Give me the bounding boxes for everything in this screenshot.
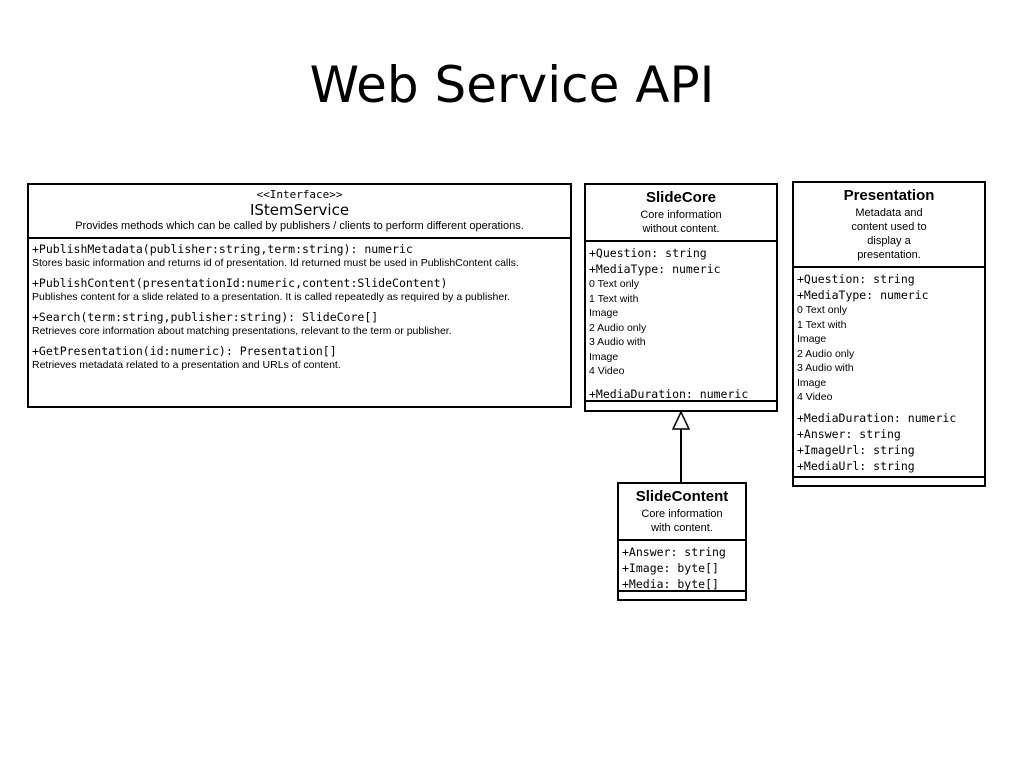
media-type-value: 0 Text only (589, 278, 640, 290)
media-type-value: 3 Audio with (589, 336, 646, 348)
attribute: +ImageUrl: string (797, 442, 915, 457)
presentation-class: Presentation Metadata and content used t… (792, 181, 986, 487)
slide-content-header: SlideContent Core information with conte… (619, 484, 745, 541)
attribute: +Answer: string (797, 426, 901, 441)
class-name: SlideCore (645, 189, 717, 206)
slide-content-attributes: +Answer: string +Image: byte[] +Media: b… (619, 541, 745, 596)
attribute: +MediaDuration: numeric (797, 410, 957, 425)
class-description-line: Core information (641, 508, 723, 520)
attribute: +Image: byte[] (622, 561, 719, 575)
operation-signature: +PublishContent(presentationId:numeric,c… (32, 276, 448, 290)
attribute: +MediaUrl: string (797, 458, 915, 473)
attribute: +Question: string (589, 246, 707, 260)
media-type-value: 4 Video (797, 391, 833, 403)
media-type-value: Image (589, 307, 619, 319)
media-type-value: 3 Audio with (797, 362, 854, 374)
attribute: +MediaType: numeric (589, 262, 721, 276)
media-type-value: 2 Audio only (589, 321, 647, 334)
class-name: Presentation (843, 187, 935, 204)
slide-core-attributes: +Question: string +MediaType: numeric 0 … (586, 242, 776, 406)
istem-service-interface: <<Interface>> IStemService Provides meth… (27, 183, 572, 408)
slide-core-header: SlideCore Core information without conte… (586, 185, 776, 242)
operation-description: Publishes content for a slide related to… (32, 291, 511, 303)
operation-signature: +GetPresentation(id:numeric): Presentati… (32, 344, 337, 358)
attribute: +Answer: string (622, 545, 726, 559)
media-type-value: 2 Audio only (797, 347, 855, 360)
class-description-line: without content. (642, 223, 720, 235)
media-type-value: Image (797, 376, 827, 389)
media-type-value: Image (797, 333, 827, 345)
media-type-value: 4 Video (589, 365, 625, 377)
media-type-value: 1 Text with (797, 318, 847, 331)
attribute: +MediaType: numeric (797, 288, 929, 302)
class-description-line: Core information (640, 209, 722, 221)
slide-core-operations-compartment (586, 400, 776, 410)
slide-core-class: SlideCore Core information without conte… (584, 183, 778, 412)
class-description-line: Metadata and (855, 207, 923, 219)
slide-content-operations-compartment (619, 590, 745, 599)
class-description-line: content used to (851, 221, 927, 233)
class-name: SlideContent (635, 488, 729, 505)
slide-title: Web Service API (309, 56, 715, 114)
operation-signature: +PublishMetadata(publisher:string,term:s… (32, 242, 413, 256)
presentation-operations-compartment (794, 476, 984, 485)
presentation-header: Presentation Metadata and content used t… (794, 183, 984, 268)
slide-content-class: SlideContent Core information with conte… (617, 482, 747, 601)
media-type-value: 1 Text with (589, 292, 639, 305)
class-description-line: presentation. (857, 249, 921, 261)
class-description-line: display a (867, 235, 911, 247)
presentation-attributes: +Question: string +MediaType: numeric 0 … (794, 268, 984, 478)
media-type-value: Image (589, 350, 619, 363)
istem-service-operations: +PublishMetadata(publisher:string,term:s… (29, 239, 570, 376)
attribute: +Media: byte[] (622, 577, 719, 591)
operation-description: Retrieves metadata related to a presenta… (32, 359, 341, 371)
operation-description: Retrieves core information about matchin… (32, 325, 452, 337)
interface-name: IStemService (249, 201, 350, 219)
interface-description: Provides methods which can be called by … (75, 220, 524, 232)
media-type-value: 0 Text only (797, 304, 848, 316)
operation-description: Stores basic information and returns id … (32, 257, 519, 269)
istem-service-header: <<Interface>> IStemService Provides meth… (29, 185, 570, 239)
generalization-arrowhead (671, 410, 691, 430)
attribute: +Question: string (797, 272, 915, 286)
attribute: +MediaDuration: numeric (589, 386, 749, 401)
interface-stereotype: <<Interface>> (256, 188, 343, 201)
class-description-line: with content. (651, 522, 713, 534)
operation-signature: +Search(term:string,publisher:string): S… (32, 310, 379, 324)
